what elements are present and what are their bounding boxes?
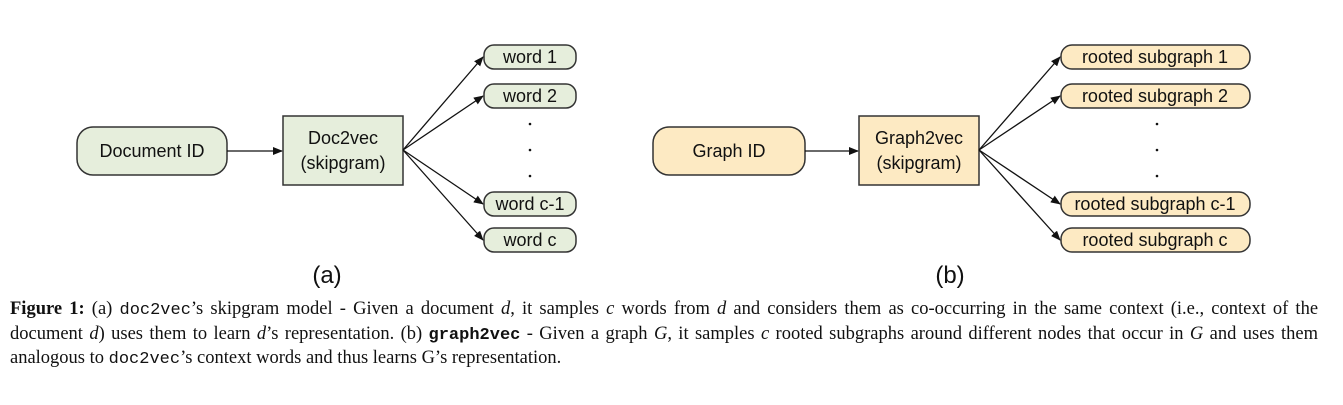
subgraph-c-node: [1060, 227, 1251, 253]
arrow-to-subgraph-1: [978, 56, 1061, 151]
caption-math: c: [606, 299, 615, 319]
document-id-label: Document ID: [99, 141, 204, 161]
word-2-node: [483, 83, 577, 109]
word-c-label: word c: [502, 230, 556, 250]
caption-math: d: [89, 323, 99, 344]
caption-text: and uses them analogous to: [10, 323, 1318, 369]
figure-caption: Figure 1: (a) doc2vec’s skipgram model -…: [10, 298, 1318, 372]
caption-math: d: [500, 299, 511, 319]
panel-b-label: (b): [935, 262, 964, 289]
caption-code: doc2vec: [108, 350, 181, 369]
word-c-1-node: [483, 191, 577, 217]
subgraph-1-node: [1060, 44, 1251, 70]
ellipsis-dot: [1155, 148, 1159, 152]
graph2vec-node: [858, 115, 980, 186]
graph2vec-label-line2: (skipgram): [876, 153, 961, 173]
caption-math: G: [1189, 323, 1204, 344]
panel-b: Graph ID Graph2vec (skipgram) rooted sub…: [652, 44, 1251, 289]
word-1-node: [483, 44, 577, 70]
doc2vec-node: [282, 115, 404, 186]
caption-text: ) uses them to learn: [98, 323, 257, 344]
panel-a: Document ID Doc2vec (skipgram) word 1 wo…: [76, 44, 577, 289]
arrow-to-subgraph-c-1: [978, 149, 1061, 205]
ellipsis-dot: [1155, 122, 1159, 126]
subgraph-c-1-node: [1060, 191, 1251, 217]
caption-text: rooted subgraphs around different nodes …: [769, 323, 1190, 344]
word-c-node: [483, 227, 577, 253]
ellipsis-dot: [528, 122, 532, 126]
subgraph-2-label: rooted subgraph 2: [1082, 86, 1228, 106]
subgraph-c-1-label: rooted subgraph c-1: [1074, 194, 1235, 214]
caption-math: d: [256, 323, 267, 344]
caption-code: graph2vec: [428, 325, 521, 345]
caption-text: and considers them as co-occurring in th…: [10, 299, 1319, 344]
caption-text: words from: [614, 299, 718, 319]
caption-text: (a): [91, 299, 113, 319]
figure-diagram: Document ID Doc2vec (skipgram) word 1 wo…: [76, 44, 1251, 289]
caption-math: c: [760, 323, 770, 344]
panel-a-label: (a): [312, 262, 341, 289]
arrow-to-word-2: [402, 95, 484, 151]
caption-text: ’s skipgram model - Given a document: [190, 299, 501, 319]
arrow-to-subgraph-c: [978, 149, 1061, 241]
caption-text: ’s representation. (b): [266, 323, 429, 344]
arrow-to-word-c-1: [402, 149, 484, 205]
arrow-to-word-c: [402, 149, 484, 241]
caption-text: , it samples: [510, 299, 607, 319]
word-c-1-label: word c-1: [494, 194, 564, 214]
caption-math: G: [653, 323, 668, 344]
caption-text: ’s context words and thus learns G’s rep…: [180, 348, 562, 368]
arrow-to-word-1: [402, 56, 484, 151]
doc2vec-label-line2: (skipgram): [300, 153, 385, 173]
word-2-label: word 2: [502, 86, 557, 106]
ellipsis-dot: [528, 174, 532, 178]
subgraph-c-label: rooted subgraph c: [1082, 230, 1227, 250]
figure-label: Figure 1:: [10, 299, 85, 319]
ellipsis-dot: [1155, 174, 1159, 178]
caption-text: - Given a graph: [520, 323, 654, 344]
graph2vec-label-line1: Graph2vec: [875, 128, 963, 148]
arrow-to-subgraph-2: [978, 95, 1061, 151]
word-1-label: word 1: [502, 47, 557, 67]
subgraph-2-node: [1060, 83, 1251, 109]
caption-text: , it samples: [667, 323, 761, 344]
ellipsis-dot: [528, 148, 532, 152]
caption-math: d: [717, 299, 727, 319]
subgraph-1-label: rooted subgraph 1: [1082, 47, 1228, 67]
doc2vec-label-line1: Doc2vec: [308, 128, 378, 148]
graph-id-label: Graph ID: [692, 141, 765, 161]
caption-code: doc2vec: [119, 301, 191, 320]
